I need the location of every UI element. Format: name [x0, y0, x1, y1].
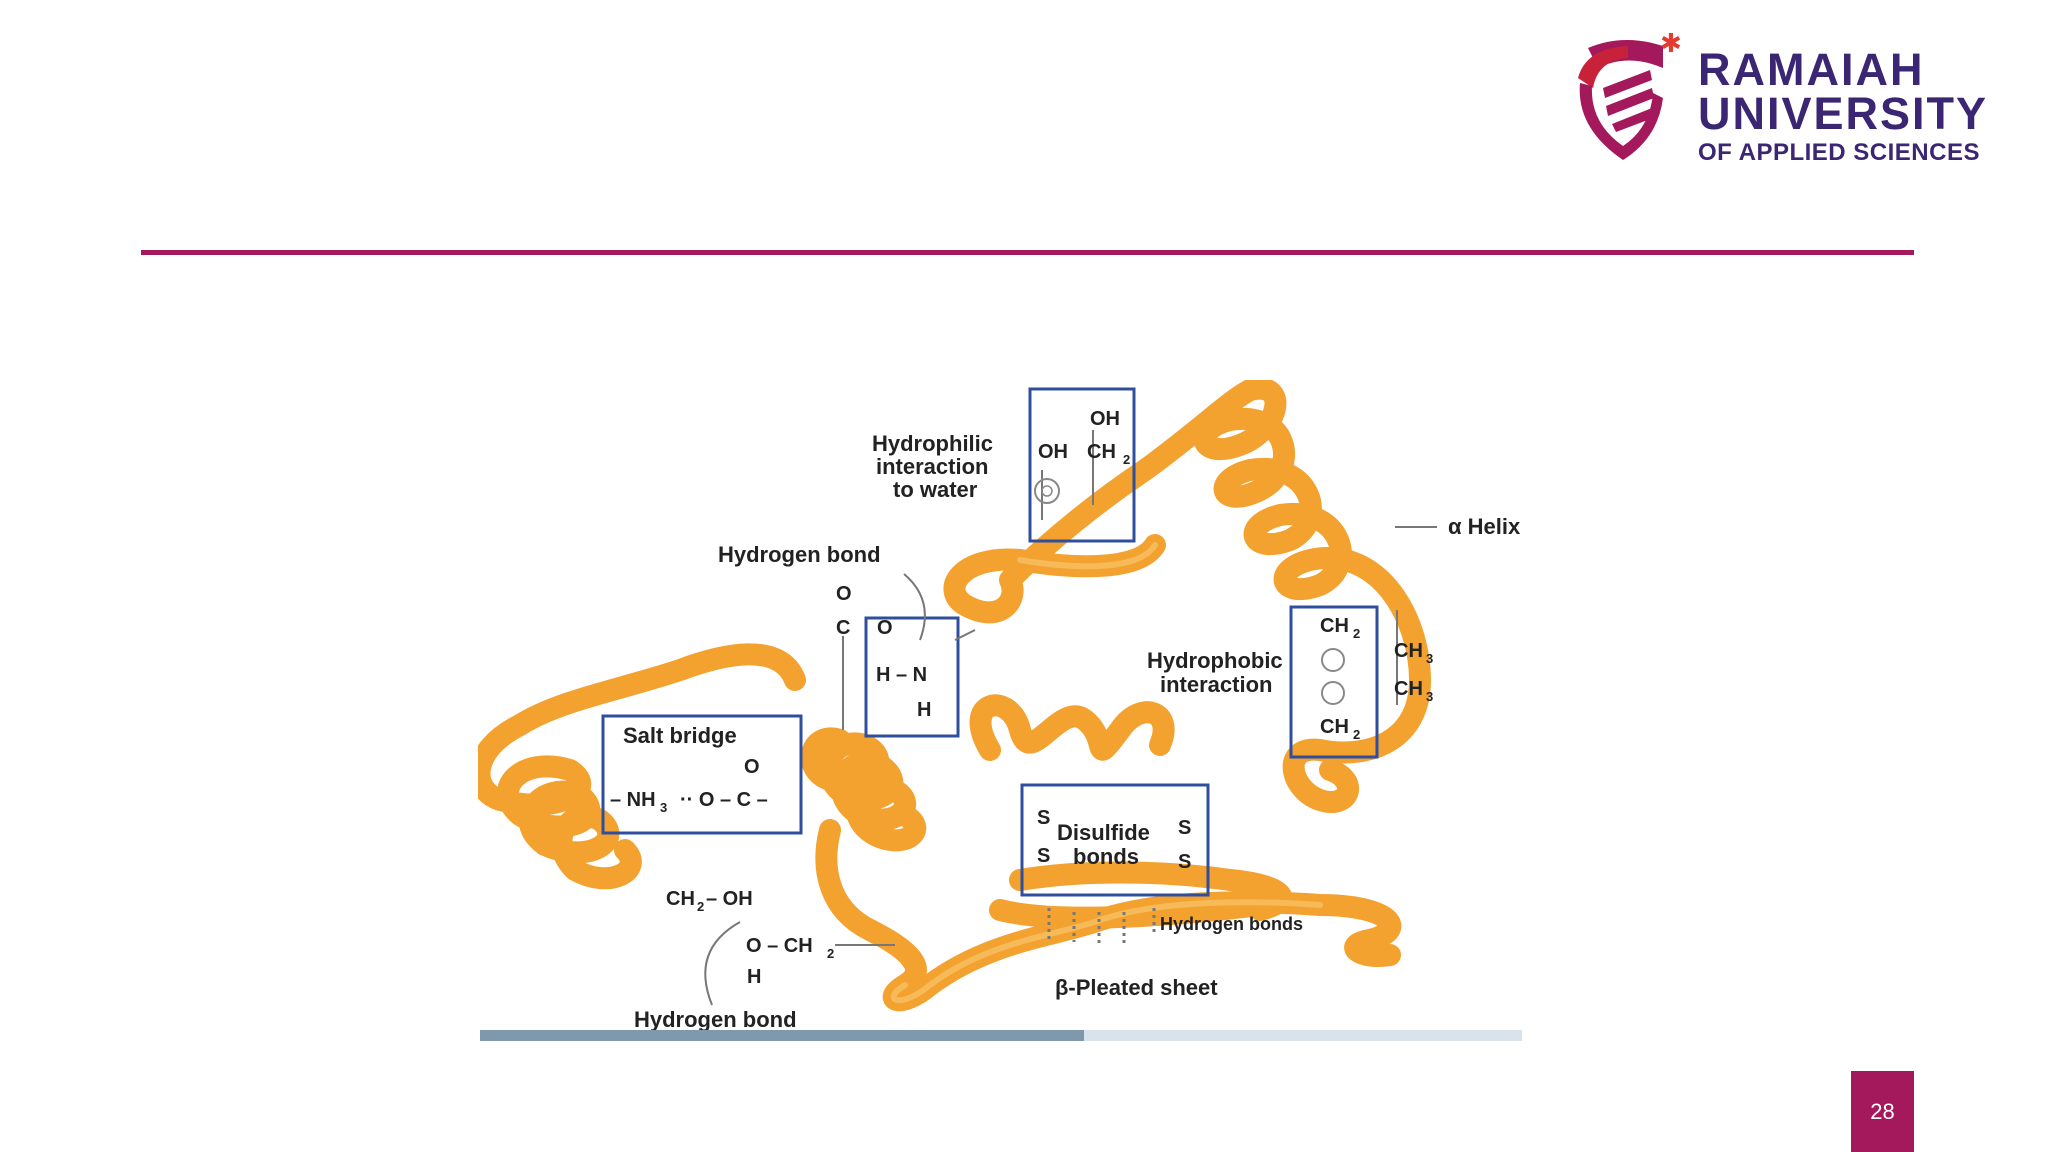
- svg-text:S: S: [1178, 851, 1191, 873]
- svg-text:3: 3: [660, 800, 667, 815]
- hydrophobic-box: [1289, 605, 1379, 759]
- header-rule: [141, 250, 1914, 255]
- hydrophobic-label-1: Hydrophobic: [1147, 648, 1283, 673]
- svg-text:2: 2: [1353, 626, 1360, 641]
- svg-text:S: S: [1037, 845, 1050, 867]
- svg-text:H – N: H – N: [876, 664, 927, 686]
- svg-text:·· O – C –: ·· O – C –: [680, 789, 768, 811]
- oh-top-label: OH: [1090, 408, 1120, 430]
- image-progress-fill: [480, 1030, 1085, 1041]
- ch2-top-label: CH: [1087, 441, 1116, 463]
- svg-text:O: O: [836, 583, 852, 605]
- university-name: RAMAIAH UNIVERSITY OF APPLIED SCIENCES: [1698, 44, 1989, 170]
- logo-line-2: UNIVERSITY: [1698, 88, 1989, 139]
- salt-bridge-label: Salt bridge: [623, 723, 737, 748]
- logo-line-3: OF APPLIED SCIENCES: [1698, 139, 1980, 166]
- svg-text:S: S: [1037, 807, 1050, 829]
- hydrogen-bond-top-label: Hydrogen bond: [718, 542, 881, 567]
- disulfide-label-1: Disulfide: [1057, 820, 1150, 845]
- svg-text:2: 2: [697, 899, 704, 914]
- hydrophilic-label-3: to water: [893, 477, 978, 502]
- image-progress-bar: [480, 1030, 1522, 1041]
- svg-text:O: O: [744, 756, 760, 778]
- protein-structure-diagram: Hydrophilic interaction to water OH OH C…: [478, 380, 1521, 1032]
- oh-left-label: OH: [1038, 441, 1068, 463]
- hydrogen-bonds-label: Hydrogen bonds: [1160, 914, 1303, 934]
- ch3-a-label: CH: [1394, 640, 1423, 662]
- svg-text:– NH: – NH: [610, 789, 656, 811]
- ch2-oh-label: CH: [666, 888, 695, 910]
- hydrogen-bond-box: [864, 616, 960, 738]
- hydrophilic-label-1: Hydrophilic: [872, 431, 993, 456]
- svg-text:3: 3: [1426, 689, 1433, 704]
- hydrophilic-box: [1028, 387, 1136, 543]
- ch2-b-label: CH: [1320, 716, 1349, 738]
- hydrogen-bond-bottom-label: Hydrogen bond: [634, 1007, 797, 1032]
- svg-text:3: 3: [1426, 651, 1433, 666]
- disulfide-box: [1020, 783, 1210, 897]
- svg-text:– OH: – OH: [706, 888, 753, 910]
- ch2-a-label: CH: [1320, 615, 1349, 637]
- salt-bridge-box: [601, 714, 803, 835]
- svg-text:C: C: [836, 617, 850, 639]
- logo-line-1: RAMAIAH: [1698, 44, 1925, 95]
- alpha-helix-label: α Helix: [1448, 514, 1521, 539]
- o-ch2-label: O – CH: [746, 935, 813, 957]
- university-logo-icon: ✱: [1578, 29, 1680, 160]
- svg-text:H: H: [747, 966, 761, 988]
- polypeptide-chain-highlight: [890, 542, 1323, 1004]
- svg-text:S: S: [1178, 817, 1191, 839]
- hydrophilic-label-2: interaction: [876, 454, 988, 479]
- svg-text:2: 2: [1123, 452, 1130, 467]
- hydrophobic-label-2: interaction: [1160, 672, 1272, 697]
- svg-text:2: 2: [827, 946, 834, 961]
- svg-text:✱: ✱: [1660, 29, 1680, 59]
- svg-text:O: O: [877, 617, 893, 639]
- svg-text:2: 2: [1353, 727, 1360, 742]
- svg-text:H: H: [917, 699, 931, 721]
- ch3-b-label: CH: [1394, 678, 1423, 700]
- disulfide-label-2: bonds: [1073, 844, 1139, 869]
- page-number: 28: [1851, 1071, 1914, 1152]
- beta-sheet-label: β-Pleated sheet: [1055, 975, 1218, 1000]
